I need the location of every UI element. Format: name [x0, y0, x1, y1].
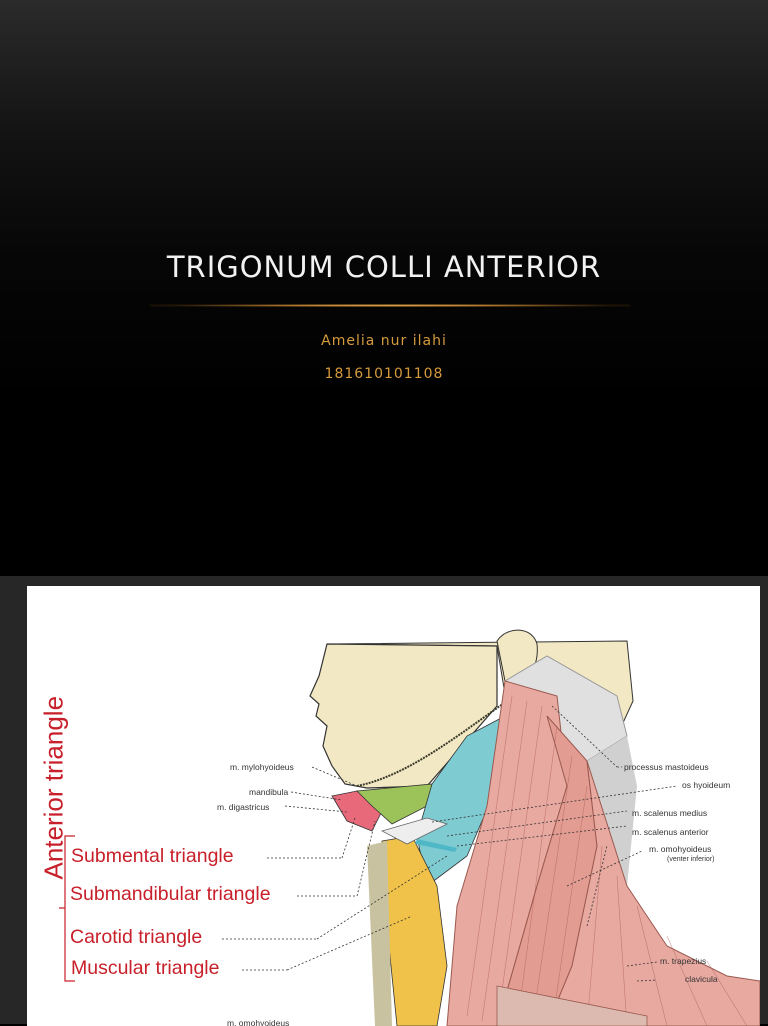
anterior-triangle-label: Anterior triangle	[38, 695, 69, 880]
label-digastricus: m. digastricus	[217, 802, 270, 812]
label-clavicula: clavicula	[685, 974, 718, 984]
anatomy-slide: m. mylohyoideus mandibula m. digastricus…	[0, 576, 768, 1026]
label-os-hyoideum: os hyoideum	[682, 780, 731, 790]
carotid-triangle-label: Carotid triangle	[70, 926, 203, 948]
leader-lines	[222, 705, 678, 982]
muscular-triangle-label: Muscular triangle	[71, 957, 220, 979]
anatomy-figure: m. mylohyoideus mandibula m. digastricus…	[27, 586, 760, 1026]
omohyoid-muscle	[415, 839, 457, 852]
label-mylohyoideus: m. mylohyoideus	[230, 762, 294, 772]
neck-anatomy-illustration	[59, 629, 760, 1026]
trachea-strip	[367, 841, 392, 1026]
anterior-bracket	[59, 835, 75, 982]
label-processus-mastoideus: processus mastoideus	[624, 762, 709, 772]
title-slide: TRIGONUM COLLI ANTERIOR Amelia nur ilahi…	[0, 0, 768, 576]
submental-triangle-label: Submental triangle	[71, 845, 234, 867]
hyoid-bone	[380, 817, 449, 845]
label-trapezius: m. trapezius	[660, 956, 707, 966]
sternocleidomastoid-muscle	[446, 680, 568, 1026]
trapezius-muscle	[546, 760, 760, 1026]
label-scalenus-anterior: m. scalenus anterior	[632, 827, 709, 837]
label-venter-inferior: (venter inferior)	[667, 856, 715, 863]
label-omohyoideus: m. omohyoideus	[649, 844, 712, 854]
student-id: 181610101108	[324, 366, 444, 382]
title-underline-glow	[150, 304, 630, 307]
muscle-striations	[466, 695, 748, 1026]
author-name: Amelia nur ilahi	[321, 333, 447, 349]
label-mandibula: mandibula	[249, 787, 289, 797]
submandibular-triangle-label: Submandibular triangle	[70, 883, 271, 905]
clavicle	[496, 985, 648, 1026]
mandible-line	[356, 700, 508, 787]
label-scalenus-medius: m. scalenus medius	[632, 808, 708, 818]
face-profile	[309, 643, 498, 789]
submandibular-region	[356, 783, 433, 825]
slide-title: TRIGONUM COLLI ANTERIOR	[166, 250, 602, 284]
label-omohyoideus-bottom: m. omohyoideus	[227, 1018, 290, 1026]
